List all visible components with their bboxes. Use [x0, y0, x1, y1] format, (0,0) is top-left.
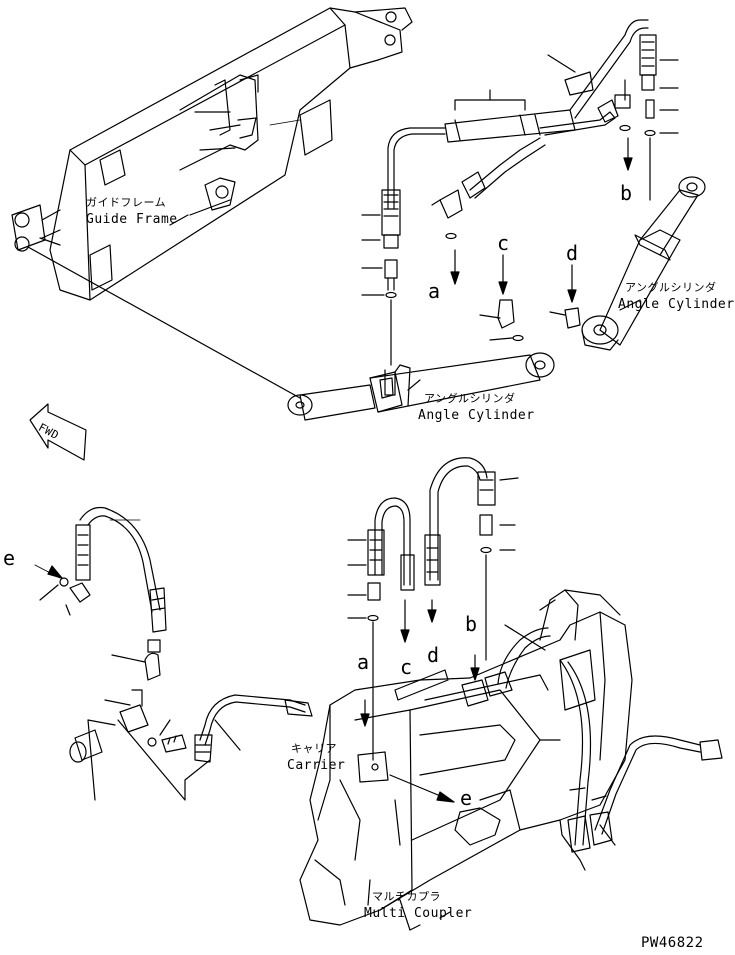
multi-coupler-label-en: Multi Coupler — [364, 906, 473, 921]
callout-b-bottom: b — [465, 612, 478, 636]
callout-e-bottom: e — [460, 786, 473, 810]
multi-coupler-label-jp: マルチカプラ — [372, 890, 441, 903]
angle-cylinder-left — [287, 352, 555, 421]
callout-c-top: c — [497, 231, 510, 255]
angle-cylinder-left-label-en: Angle Cylinder — [418, 408, 535, 423]
callout-e-left: e — [3, 546, 16, 570]
callout-b-top: b — [620, 181, 633, 205]
guide-frame-label-jp: ガイドフレーム — [86, 196, 167, 209]
guide-frame-label-en: Guide Frame — [86, 212, 178, 227]
angle-cylinder-right-label-jp: アングルシリンダ — [625, 281, 717, 294]
angle-cylinder-right — [581, 176, 706, 351]
carrier-assembly — [299, 457, 723, 931]
guide-frame — [11, 7, 413, 399]
bottom-left-hose-assembly — [34, 506, 313, 801]
angle-cylinder-left-label-jp: アングルシリンダ — [424, 392, 516, 405]
forward-arrow-icon — [29, 403, 87, 461]
top-callout-fittings — [479, 254, 581, 342]
carrier-label-en: Carrier — [287, 758, 346, 773]
carrier-label-jp: キャリア — [291, 742, 337, 755]
callout-c-bottom: c — [400, 655, 413, 679]
callout-d-top: d — [566, 241, 579, 265]
callout-a-bottom: a — [357, 650, 370, 674]
part-code: PW46822 — [641, 935, 704, 951]
top-pipe-assembly — [361, 19, 679, 366]
angle-cylinder-right-label-en: Angle Cylinder — [618, 297, 735, 312]
callout-d-bottom: d — [427, 643, 440, 667]
callout-a-top: a — [428, 279, 441, 303]
